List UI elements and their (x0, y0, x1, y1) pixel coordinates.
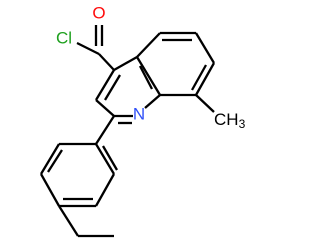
bond-ph2-ph3 (94, 173, 116, 207)
phenyl-ring (39, 115, 118, 208)
bond-c2-phenyl (95, 115, 115, 145)
bond-ph5-ph6 (40, 143, 60, 175)
ethyl-group (58, 205, 114, 238)
methyl-symbol: CH (214, 110, 239, 129)
bond-ph4-ph5 (39, 173, 61, 207)
bond-ph1-ph2 (95, 143, 115, 175)
bond-c4a-c5 (136, 32, 161, 58)
bond-ph5-ph6-inner (47, 149, 63, 173)
methyl-group-label: CH3 (214, 110, 246, 132)
bond-c8a-c4a (136, 56, 161, 96)
oxygen-atom-label: O (92, 4, 105, 23)
carbonyl-to-ring-bond (98, 53, 115, 71)
methyl-subscript: 3 (239, 117, 246, 131)
bond-c7-c8-inner (190, 64, 208, 91)
structure-canvas: O Cl N CH3 (39, 4, 246, 238)
bond-c4-c4a (113, 55, 138, 72)
nitrogen-atom-label: N (133, 105, 145, 124)
bond-c8a-c4a-inner (138, 65, 154, 90)
bond-c3-c2 (95, 99, 115, 117)
pyridine-ring (95, 69, 161, 125)
acyl-chloride-group (76, 25, 115, 71)
carbon-chlorine-bond (76, 41, 100, 56)
bond-phenyl-ethyl (58, 205, 79, 237)
bond-c4-c3 (95, 69, 115, 101)
chlorine-atom-label: Cl (56, 29, 72, 48)
bond-c8-methyl (195, 94, 215, 113)
benzo-ring (113, 31, 216, 97)
bond-ph1-ph2-inner (102, 145, 118, 171)
bond-c6-c7 (195, 32, 215, 64)
chemical-structure-diagram: O Cl N CH3 (39, 4, 246, 238)
bond-c4-c3-inner (104, 74, 121, 101)
bond-c7-c8 (194, 62, 216, 96)
bond-n1-c8a (144, 94, 161, 109)
